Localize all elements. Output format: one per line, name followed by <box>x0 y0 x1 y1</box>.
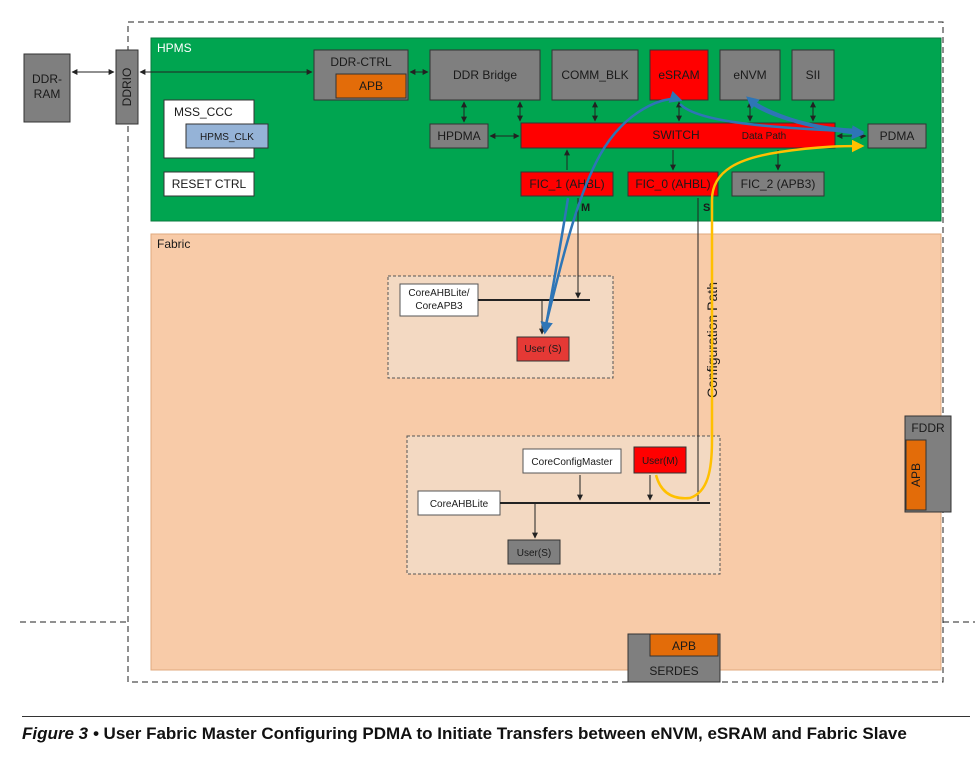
data-path-pdma-envm <box>746 96 857 132</box>
fabric-label: Fabric <box>157 237 190 251</box>
fddr-apb-block <box>905 439 927 511</box>
hpms-label: HPMS <box>157 41 192 55</box>
fddr-label: FDDR <box>911 421 945 435</box>
core-ahblite-apb3-block <box>399 283 479 317</box>
fic-0-slave-label: S <box>703 202 710 214</box>
data-path-label: Data Path <box>742 131 786 142</box>
user-m-label: User(M) <box>642 456 678 467</box>
serdes-label: SERDES <box>649 664 698 678</box>
core-config-master-block <box>522 448 622 474</box>
ddr-ctrl-label: DDR-CTRL <box>330 55 392 69</box>
ddrio-block <box>115 49 139 125</box>
user-s-red-label: User (S) <box>524 344 561 355</box>
sii-label: SII <box>806 68 821 82</box>
figure-caption: Figure 3 • User Fabric Master Configurin… <box>22 716 970 744</box>
pdma-label: PDMA <box>880 129 915 143</box>
ddr-bridge-block <box>429 49 541 101</box>
soc-block-diagram: HPMS Fabric DDR- RAM DDRIO DDR-CTRL APB … <box>20 21 975 683</box>
ddr-ram-label-1: DDR- <box>32 72 62 86</box>
envm-block <box>719 49 781 101</box>
fic-1-block <box>520 171 614 197</box>
ddr-ctrl-apb-label: APB <box>359 79 383 93</box>
fic-1-label: FIC_1 (AHBL) <box>529 177 604 191</box>
user-m-block <box>633 446 687 474</box>
switch-label: SWITCH <box>652 128 699 142</box>
ddrio-label: DDRIO <box>120 68 134 107</box>
configuration-path-line <box>654 139 865 500</box>
core-ahblite-apb3-label-1: CoreAHBLite/ <box>408 288 469 299</box>
hpms-clk-block <box>185 123 269 149</box>
envm-label: eNVM <box>733 68 766 82</box>
comm-blk-block <box>551 49 639 101</box>
core-config-master-label: CoreConfigMaster <box>531 457 613 468</box>
esram-label: eSRAM <box>658 68 699 82</box>
user-s-gray-label: User(S) <box>517 548 551 559</box>
mss-ccc-label: MSS_CCC <box>174 105 233 119</box>
ddr-ctrl-apb-block <box>335 73 407 99</box>
sii-block <box>791 49 835 101</box>
user-s-red-block <box>516 336 570 362</box>
comm-blk-label: COMM_BLK <box>561 68 628 82</box>
core-ahblite-label: CoreAHBLite <box>430 499 489 510</box>
pdma-block <box>867 123 927 149</box>
reset-ctrl-label: RESET CTRL <box>172 177 247 191</box>
hpdma-block <box>429 123 489 149</box>
fic-0-block <box>627 171 719 197</box>
caption-text: User Fabric Master Configuring PDMA to I… <box>103 724 907 743</box>
fic-2-block <box>731 171 825 197</box>
ddr-bridge-label: DDR Bridge <box>453 68 517 82</box>
hpdma-label: HPDMA <box>437 129 480 143</box>
ddr-ram-block <box>23 53 71 123</box>
data-path-to-user-s <box>540 197 570 335</box>
fddr-apb-label: APB <box>909 463 923 487</box>
caption-figure-number: Figure 3 • <box>22 724 99 743</box>
user-s-gray-block <box>507 539 561 565</box>
fic-0-label: FIC_0 (AHBL) <box>635 177 710 191</box>
ddr-ram-label-2: RAM <box>34 87 61 101</box>
serdes-apb-block <box>649 633 719 657</box>
data-path-esram-user <box>543 90 683 329</box>
device-boundary <box>127 21 944 683</box>
fic-1-master-label: M <box>581 202 590 214</box>
reset-ctrl-block <box>163 171 255 197</box>
serdes-apb-label: APB <box>672 639 696 653</box>
core-ahblite-apb3-label-2: CoreAPB3 <box>415 301 463 312</box>
fic-2-label: FIC_2 (APB3) <box>741 177 816 191</box>
hpms-clk-label: HPMS_CLK <box>200 132 254 143</box>
